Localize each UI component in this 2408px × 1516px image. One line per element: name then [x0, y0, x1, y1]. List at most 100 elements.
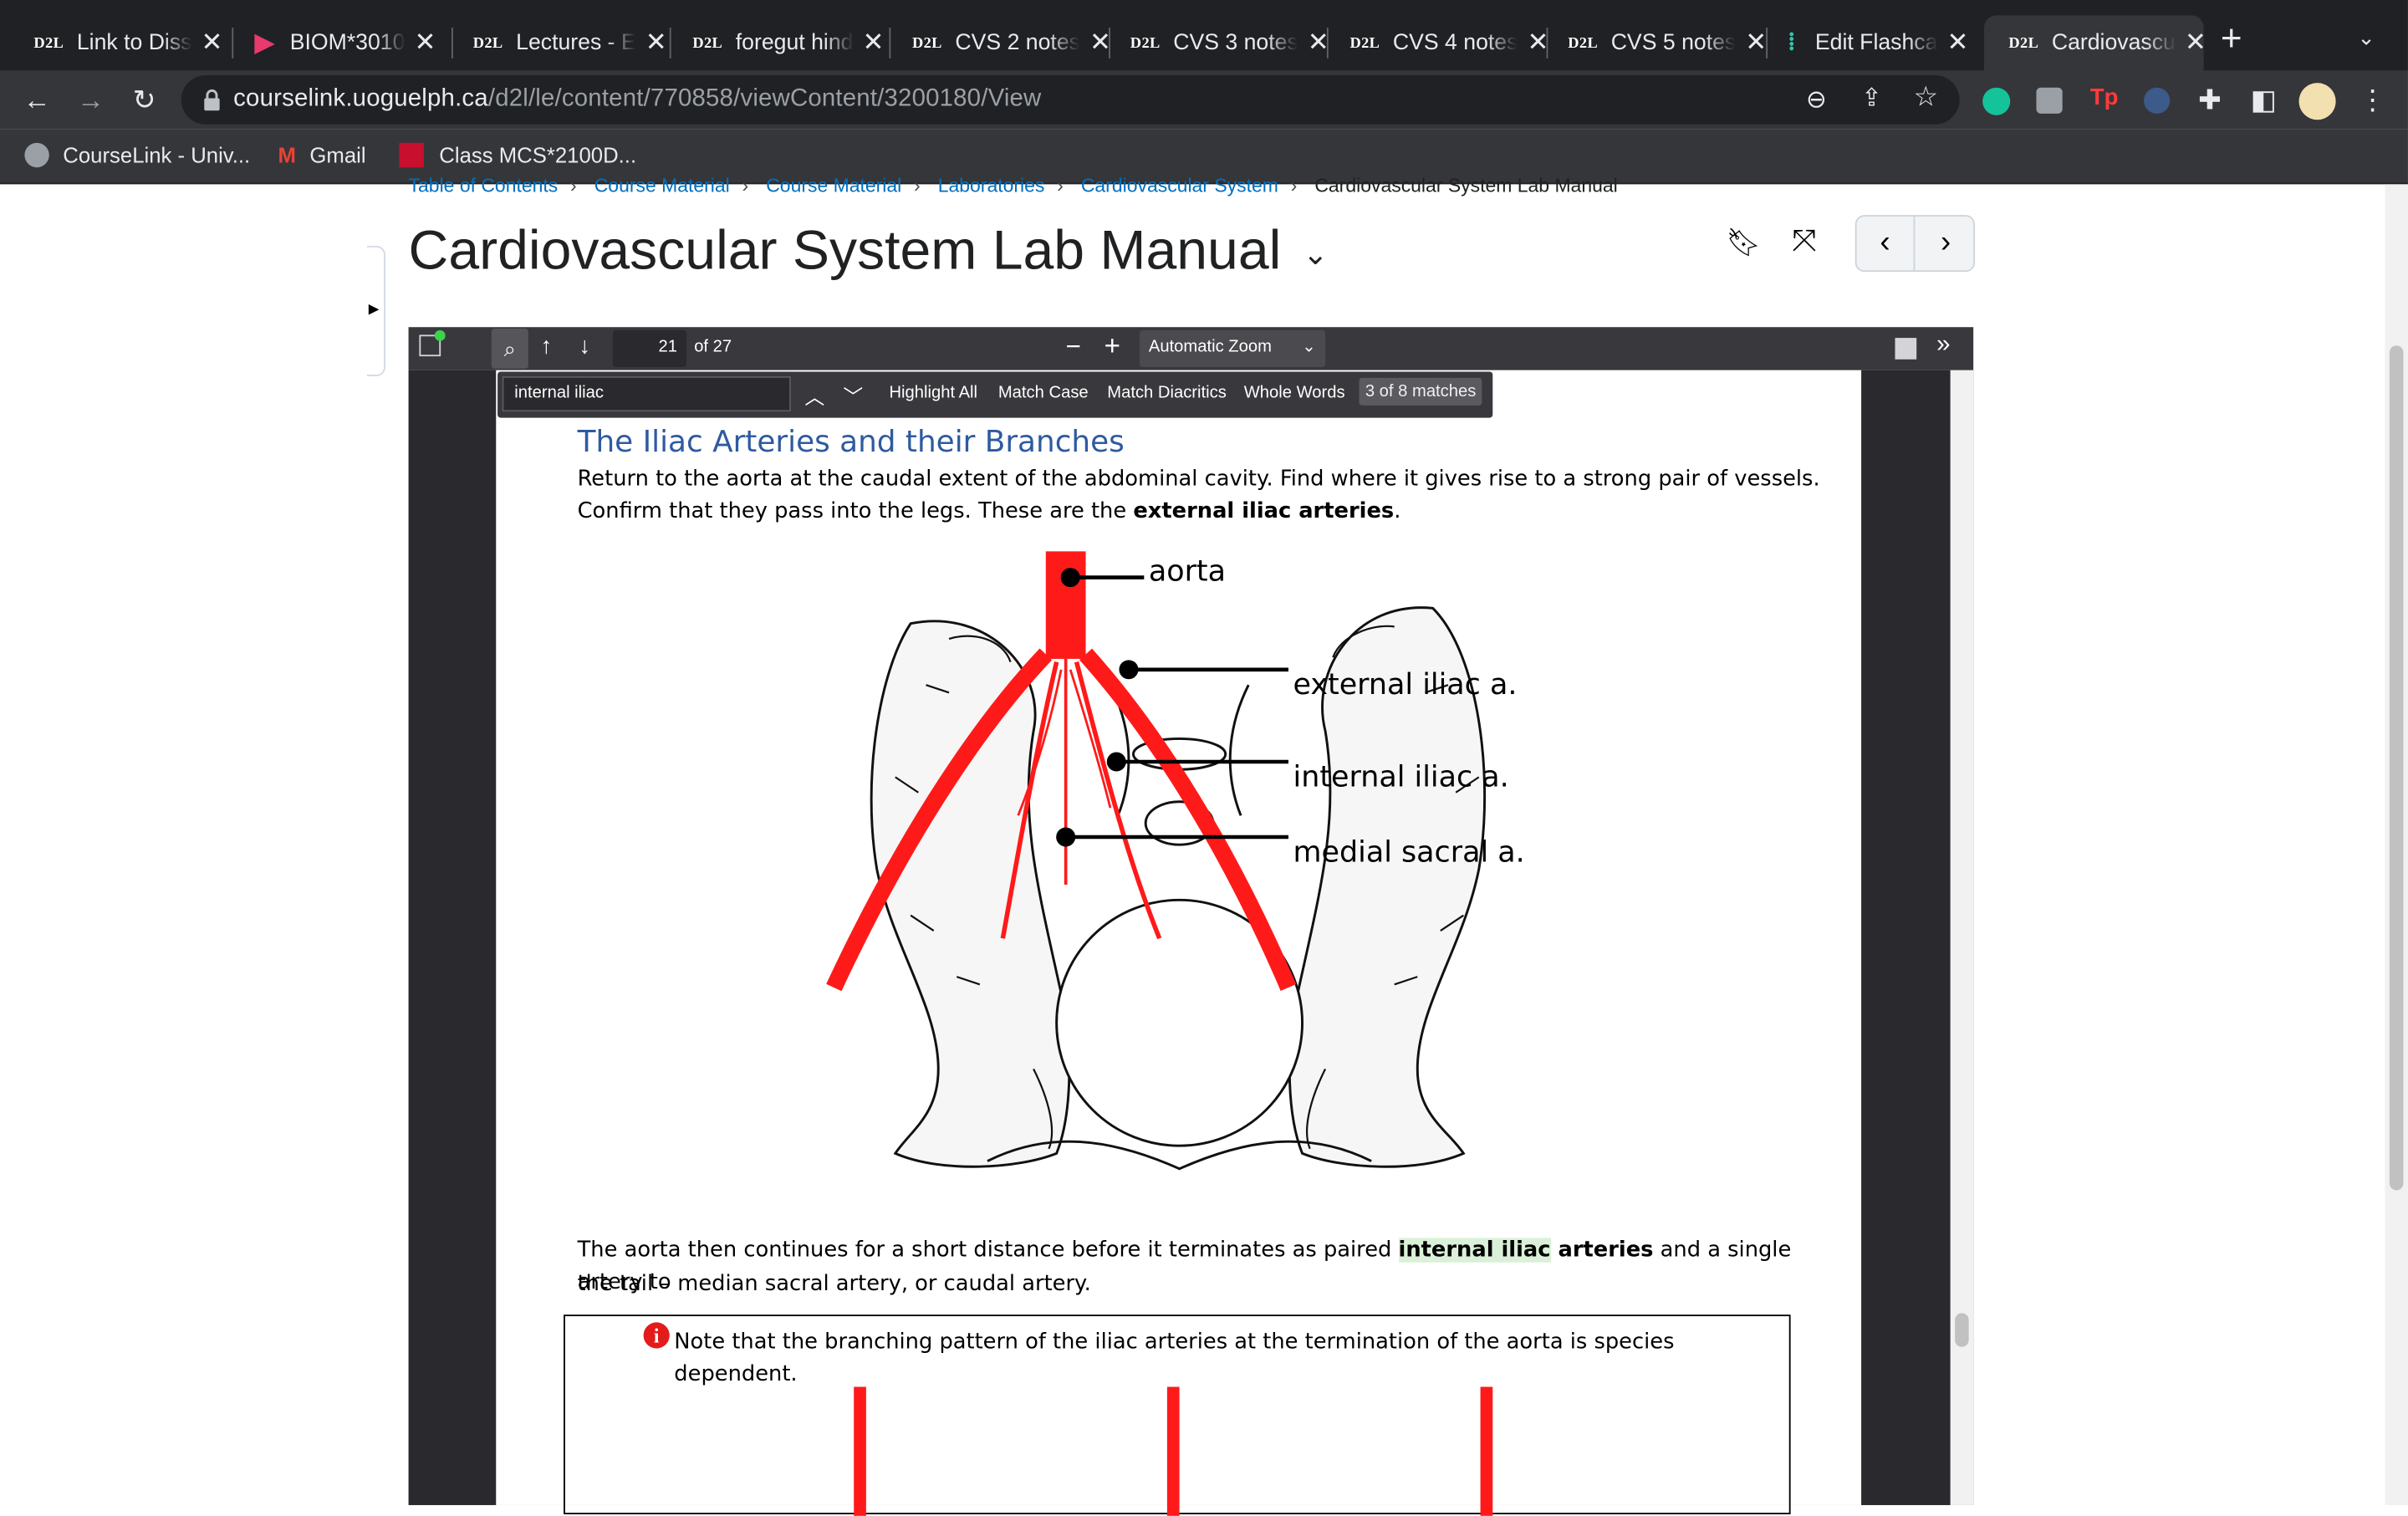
globe-icon — [24, 142, 49, 168]
cursor-extension-icon[interactable] — [2144, 87, 2171, 114]
bookmark-class-mcs[interactable]: Class MCS*2100D... — [399, 142, 636, 168]
side-panel-toggle[interactable]: ▶ — [366, 245, 386, 376]
mcgraw-hill-icon — [399, 142, 424, 168]
tab-title: Lectures - E — [516, 30, 636, 56]
find-search-icon[interactable]: ⌕ — [491, 329, 528, 369]
breadcrumb-link[interactable]: Laboratories — [937, 175, 1045, 197]
reload-button-icon[interactable]: ↻ — [132, 84, 156, 115]
extensions-puzzle-icon[interactable]: ✚ — [2198, 84, 2222, 115]
close-tab-icon[interactable]: ✕ — [862, 28, 885, 57]
close-tab-icon[interactable]: ✕ — [1946, 28, 1969, 57]
tab-title: CVS 5 notes — [1610, 30, 1737, 56]
breadcrumb-link[interactable]: Course Material — [594, 175, 730, 197]
breadcrumb-link[interactable]: Course Material — [766, 175, 902, 197]
match-diacritics-toggle[interactable]: Match Diacritics — [1107, 384, 1227, 403]
back-button-icon[interactable]: ← — [23, 84, 51, 115]
lock-icon — [204, 89, 220, 111]
close-tab-icon[interactable]: ✕ — [2184, 28, 2207, 57]
side-panel-icon[interactable]: ◧ — [2250, 84, 2277, 115]
find-next-icon[interactable]: ﹀ — [843, 385, 864, 409]
bookmark-icon[interactable]: 🔖︎ — [1726, 227, 1762, 258]
tab-title: CVS 4 notes — [1392, 30, 1518, 56]
tab[interactable]: D2L foregut hind ✕ — [668, 15, 886, 70]
menu-kebab-icon[interactable]: ⋮ — [2359, 84, 2387, 115]
label-medial-sacral: medial sacral a. — [1293, 835, 1525, 870]
d2l-favicon-icon: D2L — [692, 34, 723, 52]
vessel-illustration — [854, 1386, 866, 1516]
pdf-scrollbar-thumb[interactable] — [1955, 1313, 1969, 1347]
tools-menu-icon[interactable]: » — [1936, 331, 1951, 358]
tab[interactable]: D2L CVS 5 notes ✕ — [1543, 15, 1767, 70]
left-external-iliac-vessel — [826, 648, 1053, 992]
tab-search-icon[interactable]: ⌄ — [2357, 24, 2375, 49]
zoom-select[interactable]: Automatic Zoom⌄ — [1139, 329, 1326, 367]
zoom-out-icon[interactable]: − — [1065, 331, 1081, 361]
zoom-icon[interactable]: ⊖ — [1805, 87, 1827, 114]
close-tab-icon[interactable]: ✕ — [1089, 28, 1112, 57]
close-tab-icon[interactable]: ✕ — [645, 28, 667, 57]
grammarly-extension-icon[interactable] — [1982, 87, 2011, 115]
new-tab-button[interactable]: + — [2220, 18, 2242, 60]
browser-toolbar: ← → ↻ courselink.uoguelph.ca/d2l/le/cont… — [0, 70, 2408, 130]
paragraph-line: The aorta then continues for a short dis… — [577, 1238, 1792, 1295]
page-scrollbar-thumb[interactable] — [2389, 345, 2404, 1191]
previous-topic-button[interactable]: ‹ — [1857, 216, 1916, 271]
next-page-icon[interactable]: ↓ — [579, 333, 591, 360]
breadcrumb-link[interactable]: Table of Contents — [408, 175, 559, 197]
forward-button-icon[interactable]: → — [76, 84, 105, 115]
profile-avatar[interactable] — [2298, 83, 2336, 120]
tab[interactable]: ▶BIOM*3010✕ — [231, 15, 449, 70]
section-heading: The Iliac Arteries and their Branches — [577, 423, 1125, 460]
vessel-illustration — [1480, 1386, 1493, 1516]
breadcrumb-link[interactable]: Cardiovascular System — [1080, 175, 1278, 197]
breadcrumb-current: Cardiovascular System Lab Manual — [1314, 175, 1618, 197]
chevron-down-icon[interactable]: ⌄ — [1303, 237, 1329, 273]
next-topic-button[interactable]: › — [1940, 225, 1951, 260]
d2l-favicon-icon: D2L — [1568, 34, 1599, 52]
sidebar-toggle-icon[interactable] — [419, 334, 441, 357]
caret-right-icon: ▶ — [368, 300, 380, 317]
extension-icon[interactable] — [2036, 87, 2063, 114]
close-tab-icon[interactable]: ✕ — [1307, 28, 1329, 57]
match-case-toggle[interactable]: Match Case — [997, 384, 1089, 403]
flashcard-favicon-icon: ⁞ — [1787, 28, 1797, 56]
tab[interactable]: ⁞Edit Flashca✕ — [1763, 15, 1982, 70]
tab-title: BIOM*3010 — [289, 30, 406, 56]
right-external-iliac-vessel — [1079, 648, 1297, 991]
page-number-input[interactable]: 21 — [612, 329, 687, 367]
share-icon[interactable]: ⇪ — [1861, 85, 1882, 113]
presentation-mode-icon[interactable] — [1895, 338, 1917, 360]
highlight-all-toggle[interactable]: Highlight All — [889, 384, 978, 403]
zoom-in-icon[interactable]: + — [1104, 329, 1120, 361]
previous-page-icon[interactable]: ↑ — [540, 333, 553, 360]
find-input[interactable]: internal iliac — [502, 375, 791, 412]
bookmark-star-icon[interactable]: ☆ — [1913, 81, 1939, 113]
close-tab-icon[interactable]: ✕ — [414, 28, 436, 57]
note-box: i Note that the branching pattern of the… — [564, 1314, 1791, 1516]
d2l-favicon-icon: D2L — [1130, 34, 1161, 52]
iliac-arteries-diagram — [826, 551, 1487, 1171]
right-internal-iliac-vessel — [1074, 661, 1162, 940]
find-result-count: 3 of 8 matches — [1359, 377, 1482, 406]
d2l-favicon-icon: D2L — [2008, 34, 2039, 52]
page-content: Table of Contents› Course Material› Cour… — [0, 175, 2408, 1516]
bookmark-courselink[interactable]: CourseLink - Univ... — [24, 142, 250, 168]
close-tab-icon[interactable]: ✕ — [1745, 28, 1768, 57]
whole-words-toggle[interactable]: Whole Words — [1243, 384, 1345, 403]
tp-extension-icon[interactable]: Tp — [2089, 84, 2119, 111]
chevron-down-icon: ⌄ — [1302, 338, 1317, 357]
close-tab-icon[interactable]: ✕ — [1527, 28, 1549, 57]
close-tab-icon[interactable]: ✕ — [201, 28, 223, 57]
fullscreen-icon[interactable]: ⤧ — [1792, 224, 1817, 258]
tab-title: foregut hind — [735, 30, 854, 56]
address-bar[interactable]: courselink.uoguelph.ca/d2l/le/content/77… — [181, 74, 1960, 125]
find-previous-icon[interactable]: ︿ — [804, 385, 825, 409]
